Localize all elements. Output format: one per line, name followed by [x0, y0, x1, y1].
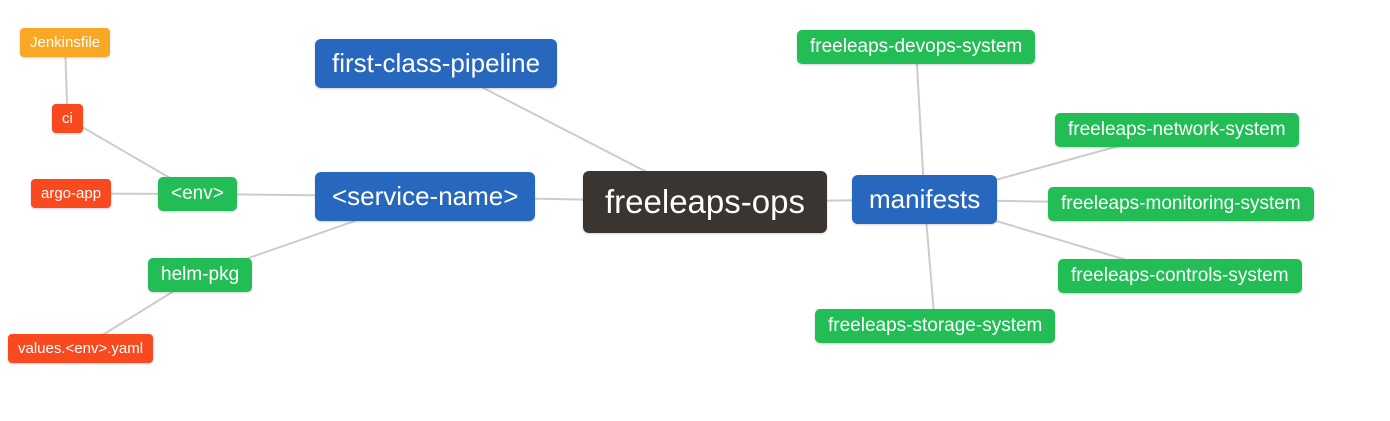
edge-freeleaps-devops-system-manifests: [915, 46, 926, 200]
node-values-env-yaml[interactable]: values.<env>.yaml: [8, 334, 154, 363]
node-ci[interactable]: ci: [52, 104, 83, 133]
node-freeleaps-network-system[interactable]: freeleaps-network-system: [1055, 113, 1299, 147]
node-argo-app[interactable]: argo-app: [31, 179, 112, 208]
node-freeleaps-controls-system[interactable]: freeleaps-controls-system: [1058, 259, 1302, 293]
node-service-name[interactable]: <service-name>: [315, 172, 536, 221]
node-jenkinsfile[interactable]: Jenkinsfile: [20, 28, 111, 57]
node-freeleaps-storage-system[interactable]: freeleaps-storage-system: [815, 309, 1056, 343]
node-freeleaps-monitoring-system[interactable]: freeleaps-monitoring-system: [1048, 187, 1314, 221]
node-freeleaps-devops-system[interactable]: freeleaps-devops-system: [797, 30, 1036, 64]
node-env[interactable]: <env>: [158, 177, 237, 211]
node-freeleaps-ops[interactable]: freeleaps-ops: [583, 171, 827, 233]
node-manifests[interactable]: manifests: [852, 175, 998, 224]
node-first-class-pipeline[interactable]: first-class-pipeline: [315, 39, 558, 88]
node-helm-pkg[interactable]: helm-pkg: [148, 258, 253, 292]
